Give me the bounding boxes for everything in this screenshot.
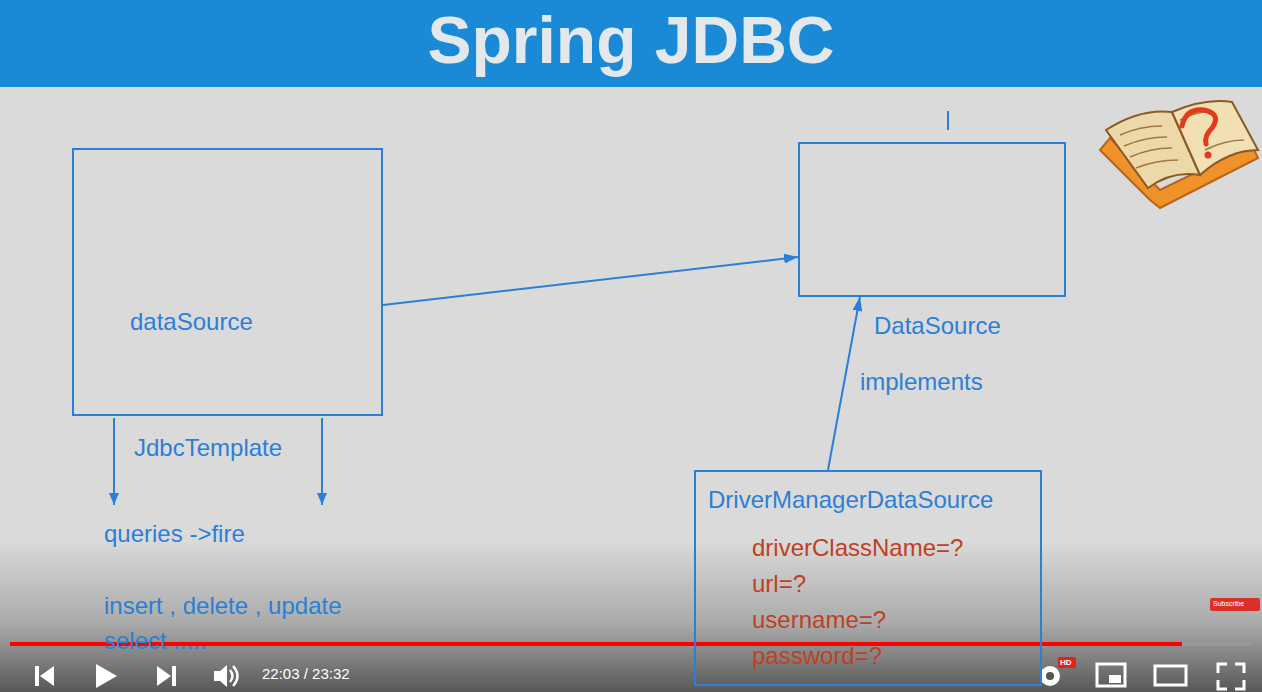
class-box: DriverManagerDataSource driverClassName=?… — [694, 470, 1042, 686]
book-icon — [1100, 101, 1258, 208]
hd-badge: HD — [1060, 658, 1072, 668]
text-cursor — [947, 111, 949, 130]
down-arrow — [321, 418, 323, 505]
class-name: JdbcTemplate — [134, 434, 282, 463]
interface-name: DataSource — [874, 312, 1001, 341]
player-shade — [0, 540, 1262, 692]
property: driverClassName=? — [752, 534, 963, 563]
note: queries ->fire — [104, 520, 245, 549]
property: username=? — [752, 606, 886, 635]
title: Spring JDBC — [427, 3, 834, 77]
class-name: DriverManagerDataSource — [708, 486, 993, 515]
edge-label: implements — [860, 368, 983, 397]
class-box: dataSourceJdbcTemplate — [72, 148, 383, 416]
connector-arrow — [383, 257, 798, 305]
property: url=? — [752, 570, 806, 599]
note: insert , delete , update — [104, 592, 342, 621]
connector-arrow — [828, 297, 860, 470]
video-time: 22:03 / 23:32 — [262, 665, 350, 683]
property: password=? — [752, 642, 882, 671]
field-name: dataSource — [130, 308, 253, 337]
subscribe-badge — [1210, 598, 1260, 611]
down-arrow — [113, 418, 115, 505]
subscribe-text: Subscribe — [1213, 600, 1244, 608]
note: select ..... — [104, 627, 207, 656]
player-controls — [35, 657, 1244, 689]
title-wrap: Spring JDBC — [0, 0, 1262, 87]
interface-box: DataSource — [798, 142, 1066, 297]
title-bar — [0, 0, 1262, 87]
